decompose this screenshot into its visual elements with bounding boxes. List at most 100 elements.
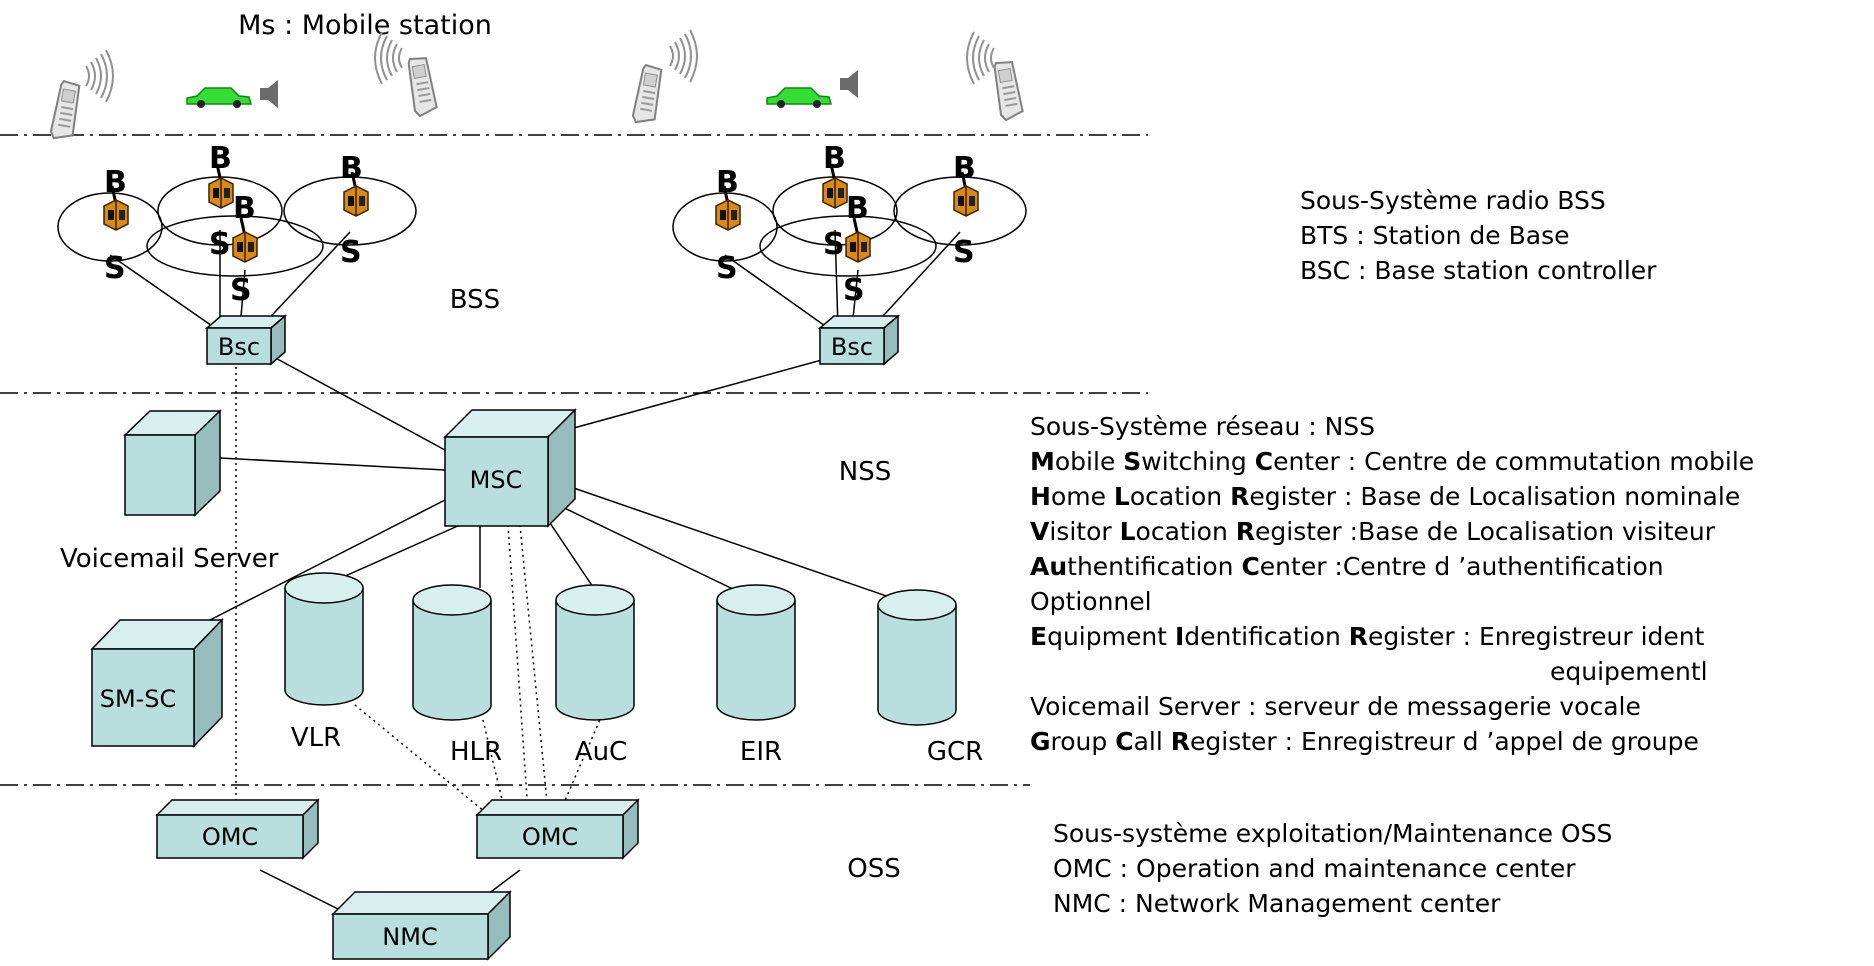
smsc-label: SM-SC	[100, 685, 177, 713]
legend-text: all	[1133, 727, 1171, 756]
msc-label: MSC	[470, 466, 523, 494]
legend-text: Sous-Système radio BSS	[1300, 186, 1606, 215]
legend-text: obile	[1054, 447, 1124, 476]
legend-text: roup	[1050, 727, 1116, 756]
legend-text: egister : Base de Localisation nominale	[1249, 482, 1741, 511]
legend-text: V	[1030, 517, 1050, 546]
layer-labels: BSS NSS OSS	[450, 285, 901, 884]
mobile-station-title: Ms : Mobile station	[238, 10, 492, 41]
legend-text: Voicemail Server : serveur de messagerie…	[1030, 692, 1641, 721]
legend-text: ocation	[1129, 482, 1231, 511]
auc-label: AuC	[575, 737, 627, 767]
legend-text: R	[1170, 727, 1191, 756]
bts-letter-s: S	[823, 227, 845, 262]
legend-text: ocation	[1135, 517, 1236, 546]
bts-letters: B S B S B S B S B S B S B S B S	[104, 141, 976, 308]
legend-text: H	[1030, 482, 1051, 511]
mobile-stations	[48, 29, 1025, 143]
legend-text: M	[1030, 447, 1055, 476]
legend-line: Mobile Switching Center : Centre de comm…	[1030, 444, 1754, 479]
vlr-label: VLR	[291, 723, 341, 753]
legend-line: Home Location Register : Base de Localis…	[1030, 479, 1754, 514]
legend-line: Sous-système exploitation/Maintenance OS…	[1053, 816, 1612, 851]
gcr-database	[877, 589, 957, 726]
legend-text: S	[1123, 447, 1142, 476]
bts-letter-b: B	[953, 151, 976, 186]
legend-line: Group Call Register : Enregistreur d ’ap…	[1030, 724, 1754, 759]
legend-text: R	[1230, 482, 1250, 511]
msc-node: MSC	[443, 408, 577, 528]
bts-letter-b: B	[716, 165, 739, 200]
legend-text: egister :Base de Localisation visiteur	[1255, 517, 1716, 546]
speaker-icon	[840, 70, 858, 98]
bss-cell-cluster-left	[57, 162, 417, 329]
signal-waves-icon	[966, 31, 995, 85]
bts-letter-b: B	[104, 165, 127, 200]
legend-line: BTS : Station de Base	[1300, 218, 1656, 253]
bts-letter-b: B	[846, 191, 869, 226]
smsc-node: SM-SC	[90, 618, 224, 748]
bts-letter-s: S	[104, 251, 126, 286]
eir-label: EIR	[740, 737, 782, 767]
nmc-label: NMC	[382, 923, 437, 951]
legend-text: enter :Centre d ’authentification	[1259, 552, 1664, 581]
bts-letter-s: S	[230, 273, 252, 308]
bsc-left-node: Bsc	[204, 314, 288, 366]
eir-database	[716, 584, 796, 721]
bss-cell-cluster-right	[672, 162, 1027, 329]
legend-text: BSC : Base station controller	[1300, 256, 1657, 285]
legend-text: L	[1119, 517, 1136, 546]
legend-text: I	[1174, 622, 1185, 651]
omc-left-node: OMC	[155, 798, 320, 860]
legend-line: Sous-Système réseau : NSS	[1030, 409, 1754, 444]
legend-text: Au	[1030, 552, 1068, 581]
legend-line: NMC : Network Management center	[1053, 886, 1612, 921]
legend-text: G	[1030, 727, 1051, 756]
legend-bss: Sous-Système radio BSS BTS : Station de B…	[1300, 183, 1656, 288]
legend-text: egister : Enregistreur ident	[1368, 622, 1705, 651]
legend-line: Authentification Center :Centre d ’authe…	[1030, 549, 1754, 584]
bts-letter-b: B	[209, 141, 232, 176]
legend-text: BTS : Station de Base	[1300, 221, 1570, 250]
legend-line: BSC : Base station controller	[1300, 253, 1656, 288]
bsc-left-label: Bsc	[218, 333, 260, 361]
legend-line: Sous-Système radio BSS	[1300, 183, 1656, 218]
car-icon	[186, 87, 252, 109]
layer-label-bss: BSS	[450, 285, 500, 315]
dotted-links	[235, 355, 603, 813]
auc-database	[555, 584, 635, 721]
legend-line: Visitor Location Register :Base de Local…	[1030, 514, 1754, 549]
legend-text: dentification	[1184, 622, 1349, 651]
voicemail-server-node	[123, 409, 222, 517]
legend-text: enter : Centre de commutation mobile	[1273, 447, 1755, 476]
legend-text: quipment	[1047, 622, 1175, 651]
layer-label-nss: NSS	[839, 457, 891, 487]
bsc-right-label: Bsc	[831, 333, 873, 361]
legend-text: Sous-Système réseau : NSS	[1030, 412, 1376, 441]
bts-letter-s: S	[209, 227, 231, 262]
bts-letter-s: S	[716, 251, 738, 286]
legend-text: L	[1113, 482, 1130, 511]
legend-text: C	[1241, 552, 1260, 581]
bts-letter-s: S	[843, 273, 865, 308]
legend-line: equipementl	[1030, 654, 1754, 689]
legend-line: Voicemail Server : serveur de messagerie…	[1030, 689, 1754, 724]
bsc-right-node: Bsc	[817, 314, 901, 366]
legend-text: OMC : Operation and maintenance center	[1053, 854, 1576, 883]
legend-text: C	[1115, 727, 1134, 756]
bts-letter-s: S	[953, 235, 975, 270]
omc-center-node: OMC	[475, 798, 640, 860]
legend-text: thentification	[1067, 552, 1242, 581]
phone-icon	[630, 63, 665, 127]
voicemail-server-label: Voicemail Server	[60, 544, 279, 574]
legend-text: equipementl	[1550, 657, 1708, 686]
legend-text: NMC : Network Management center	[1053, 889, 1501, 918]
signal-waves-icon	[85, 49, 114, 103]
legend-line: Equipment Identification Register : Enre…	[1030, 619, 1754, 654]
gcr-label: GCR	[927, 737, 983, 767]
bts-letter-b: B	[233, 191, 256, 226]
legend-text: ome	[1050, 482, 1114, 511]
phone-icon	[48, 79, 83, 143]
phone-icon	[990, 58, 1025, 122]
